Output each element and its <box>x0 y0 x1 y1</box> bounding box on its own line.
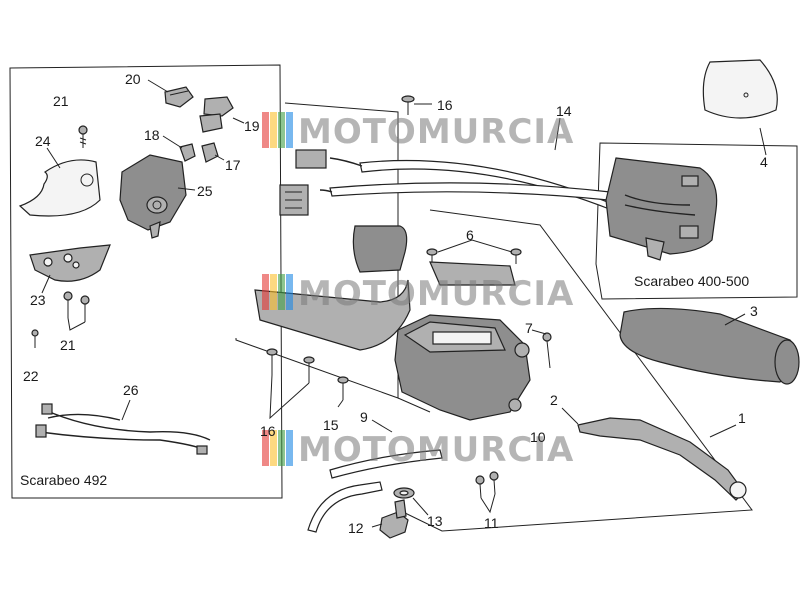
part-23-lower-cover <box>29 244 111 282</box>
part-master-cylinder <box>394 261 531 421</box>
callout-14: 14 <box>556 103 572 119</box>
leader-17 <box>214 154 225 161</box>
callout-13: 13 <box>427 513 443 529</box>
callout-10: 10 <box>530 429 546 445</box>
leader-7 <box>531 329 547 335</box>
part-21-screws-pair <box>63 291 90 322</box>
part-12-bolt <box>379 499 409 539</box>
watermark-middle: MOTOMURCIA <box>262 274 574 314</box>
watermark-bottom: MOTOMURCIA <box>262 430 574 470</box>
callout-17: 17 <box>225 157 241 173</box>
callout-11: 11 <box>484 515 499 531</box>
callout-25: 25 <box>197 183 213 199</box>
callout-7: 7 <box>525 320 533 336</box>
callout-3: 3 <box>750 303 758 319</box>
part-25-housing <box>119 154 187 239</box>
part-11-screws <box>475 471 499 499</box>
leader-9 <box>371 419 393 433</box>
part-26-harness <box>35 403 211 455</box>
leader-19 <box>232 117 245 124</box>
part-13-washer <box>393 487 415 499</box>
leader-26 <box>121 399 131 421</box>
watermark-text: MOTOMURCIA <box>298 430 574 470</box>
leader-24 <box>46 147 61 169</box>
part-19-switch <box>199 96 234 133</box>
watermark-top: MOTOMURCIA <box>262 112 574 152</box>
part-21-screw <box>78 125 88 148</box>
leader-13 <box>412 497 429 516</box>
part-3-grip <box>619 307 800 385</box>
part-1-lever <box>577 417 747 501</box>
watermark-text: MOTOMURCIA <box>298 274 574 314</box>
part-16-screws-lower <box>266 348 315 383</box>
main-frame-bottom <box>397 397 431 413</box>
part-handlebar-cover <box>254 225 411 351</box>
part-18-button <box>179 143 196 162</box>
callout-21: 21 <box>53 93 69 109</box>
callout-16-lower: 16 <box>260 423 276 439</box>
leader-12 <box>371 523 383 528</box>
callout-19: 19 <box>244 118 260 134</box>
part-4-cover-bag <box>702 59 778 119</box>
leader-21-pair <box>67 317 86 331</box>
part-16-screw-top <box>401 95 415 115</box>
part-7-pin <box>542 332 552 369</box>
caption-scarabeo-400-500: Scarabeo 400-500 <box>634 273 749 289</box>
left-panel-frame <box>9 64 283 499</box>
part-14-cable <box>279 149 616 216</box>
part-9-hose <box>307 449 443 533</box>
callout-22: 22 <box>23 368 39 384</box>
callout-4: 4 <box>760 154 768 170</box>
leader-14 <box>554 117 561 151</box>
part-20-connector <box>164 86 194 108</box>
leader-11 <box>480 493 496 514</box>
callout-26: 26 <box>123 382 139 398</box>
part-15-screw <box>337 376 349 400</box>
callout-24: 24 <box>35 133 51 149</box>
leader-23 <box>41 274 51 294</box>
leader-1 <box>709 424 737 438</box>
callout-1: 1 <box>738 410 746 426</box>
callout-12: 12 <box>348 520 364 536</box>
callout-6: 6 <box>466 227 474 243</box>
callout-15: 15 <box>323 417 339 433</box>
callout-23: 23 <box>30 292 46 308</box>
leader-4 <box>759 127 767 156</box>
lever-frame <box>402 209 753 532</box>
leader-16-lower <box>269 374 310 420</box>
watermark-text: MOTOMURCIA <box>298 112 574 152</box>
callout-21-lower: 21 <box>60 337 76 353</box>
part-22-screw <box>31 329 39 348</box>
leader-18 <box>162 135 183 149</box>
callout-18: 18 <box>144 127 160 143</box>
leader-3 <box>724 313 746 326</box>
leader-25 <box>177 187 196 191</box>
callout-2: 2 <box>550 392 558 408</box>
leader-2 <box>561 407 579 425</box>
caption-scarabeo-492: Scarabeo 492 <box>20 472 107 488</box>
leader-6 <box>437 239 513 253</box>
callout-9: 9 <box>360 409 368 425</box>
callout-16-top: 16 <box>437 97 453 113</box>
part-24-cover <box>18 159 101 217</box>
part-switch-housing-400-500 <box>605 157 718 261</box>
leader-20 <box>147 79 169 93</box>
part-17-button <box>201 142 219 163</box>
leader-15 <box>337 399 344 408</box>
callout-20: 20 <box>125 71 141 87</box>
